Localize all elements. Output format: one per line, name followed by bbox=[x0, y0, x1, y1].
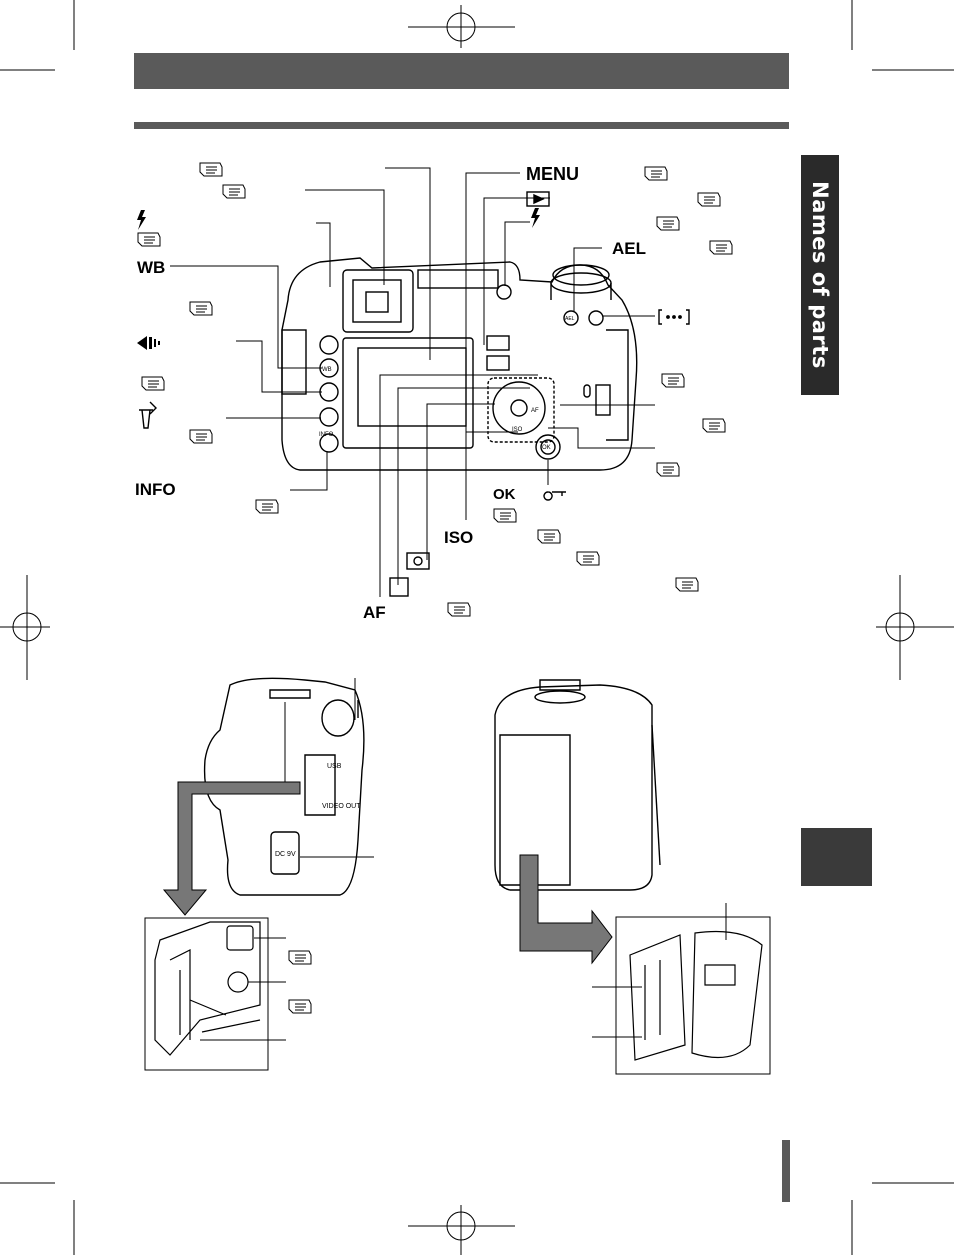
dc-in-label: DC 9V bbox=[275, 851, 296, 858]
protect-icon bbox=[149, 401, 157, 415]
info-button-label: INFO bbox=[319, 432, 334, 438]
ok-button-label: OK bbox=[542, 445, 551, 451]
menu-label: MENU bbox=[526, 164, 579, 184]
wb-label: WB bbox=[137, 258, 166, 277]
iso-button-label: ISO bbox=[512, 427, 523, 433]
af-target-icon bbox=[658, 309, 690, 325]
trash-icon bbox=[139, 409, 153, 429]
side-page-bar bbox=[782, 1140, 790, 1202]
playback-icon bbox=[526, 191, 550, 207]
camera-back-view: WB INFO ISO AF OK AEL bbox=[137, 167, 690, 597]
header-bar bbox=[134, 53, 789, 89]
flash-icon bbox=[137, 210, 146, 230]
side-tab: Names of parts bbox=[801, 155, 839, 395]
exposure-comp-icon bbox=[389, 577, 409, 597]
video-out-label: VIDEO OUT bbox=[322, 803, 361, 810]
iso-label: ISO bbox=[444, 528, 474, 547]
info-label: INFO bbox=[135, 480, 176, 499]
ael-label: AEL bbox=[612, 239, 646, 258]
camera-side-view: USB VIDEO OUT DC 9V bbox=[144, 677, 374, 1071]
header-rule bbox=[134, 122, 789, 129]
side-block bbox=[801, 828, 872, 886]
quality-icon bbox=[137, 336, 160, 350]
camera-bottom-view bbox=[494, 679, 771, 1075]
wb-button-label: WB bbox=[322, 367, 332, 373]
flash-icon bbox=[531, 208, 540, 228]
af-label: AF bbox=[363, 603, 386, 622]
ael-button-label: AEL bbox=[565, 316, 575, 322]
af-button-label: AF bbox=[531, 408, 539, 414]
key-icon bbox=[543, 491, 566, 501]
ok-label: OK bbox=[493, 486, 516, 503]
usb-port-label: USB bbox=[327, 763, 342, 770]
metering-icon bbox=[406, 552, 430, 570]
